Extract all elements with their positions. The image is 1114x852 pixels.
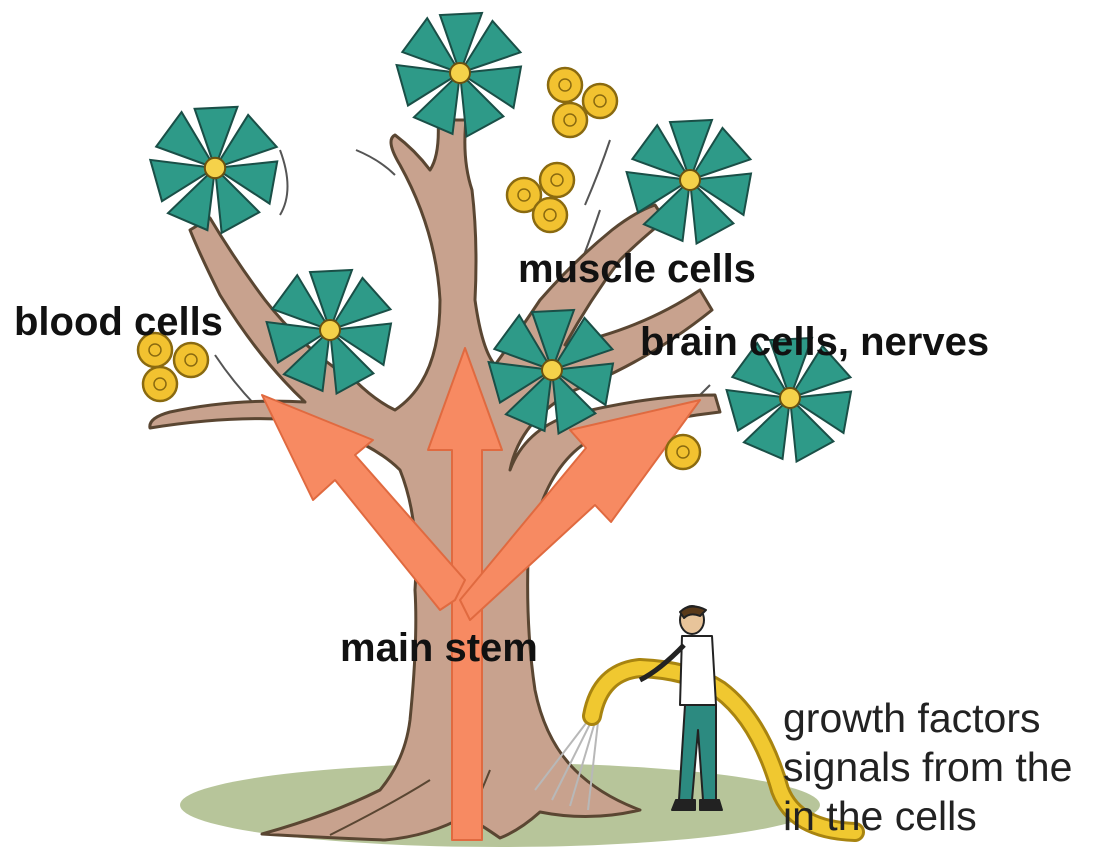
main-stem-label: main stem bbox=[340, 628, 538, 668]
cell-cluster-icon bbox=[507, 163, 574, 232]
flower-icon bbox=[397, 13, 523, 137]
growth-caption-line-3: in the cells bbox=[783, 792, 1072, 841]
brain-cells-nerves-label: brain cells, nerves bbox=[640, 322, 989, 362]
flower-icon bbox=[150, 107, 279, 233]
cell-cluster-icon bbox=[666, 435, 700, 469]
flowers bbox=[150, 13, 853, 462]
growth-caption-line-2: signals from the bbox=[783, 743, 1072, 792]
blood-cells-label: blood cells bbox=[14, 302, 223, 342]
flower-icon bbox=[627, 120, 753, 244]
growth-caption-line-1: growth factors bbox=[783, 694, 1072, 743]
muscle-cells-label: muscle cells bbox=[518, 249, 756, 289]
cell-cluster-icon bbox=[548, 68, 617, 137]
growth-factors-caption: growth factors signals from the in the c… bbox=[783, 694, 1072, 841]
arrows bbox=[262, 348, 700, 840]
